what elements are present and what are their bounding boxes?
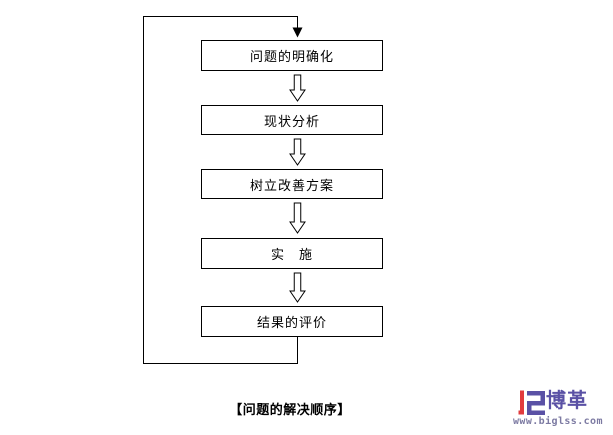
brand-logo: 博革 www.biglss.com (513, 388, 613, 432)
flow-box-label: 现状分析 (263, 114, 320, 130)
flow-box-label: 树立改善方案 (249, 178, 334, 194)
hollow-arrow-icon (289, 74, 306, 102)
logo-purple-glyph (527, 391, 545, 415)
hollow-arrow-icon (289, 272, 306, 303)
flow-box-label: 实 施 (270, 248, 313, 263)
diagram-caption: 【问题的解决顺序】 (229, 403, 351, 418)
brand-website: www.biglss.com (513, 416, 603, 427)
flow-box-result-evaluation: 结果的评价 (201, 306, 383, 337)
flow-box-problem-clarification: 问题的明确化 (201, 40, 383, 71)
flow-box-label: 结果的评价 (256, 316, 327, 331)
hollow-arrow-icon (289, 138, 306, 166)
flow-box-improvement-plan: 树立改善方案 (201, 169, 383, 199)
brand-name: 博革 (546, 388, 588, 412)
flow-box-status-analysis: 现状分析 (201, 105, 383, 135)
brand-logo-icon (518, 390, 545, 415)
hollow-arrow-icon (289, 202, 306, 234)
flow-box-implementation: 实 施 (201, 238, 383, 269)
logo-red-bar (518, 390, 524, 415)
feedback-loop-line (143, 16, 298, 364)
flow-box-label: 问题的明确化 (249, 50, 334, 65)
solid-arrowhead-icon (292, 27, 303, 38)
